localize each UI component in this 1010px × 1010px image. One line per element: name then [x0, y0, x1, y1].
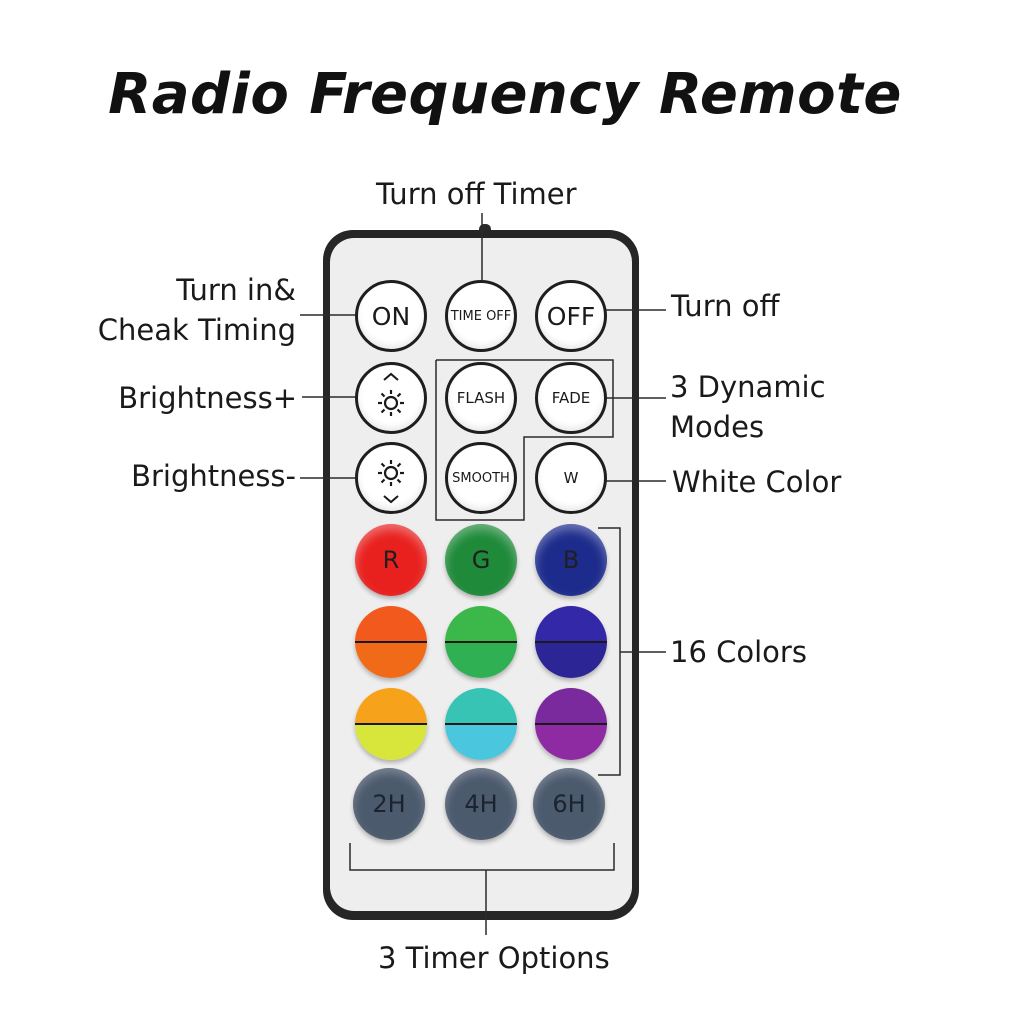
label-brightness-down: Brightness-: [131, 459, 296, 493]
lime-green-button[interactable]: [445, 606, 517, 678]
white-button-label: W: [563, 469, 579, 487]
time-off-button-label: TIME OFF: [450, 308, 512, 324]
label-sixteen-colors: 16 Colors: [670, 635, 807, 669]
diagram-title: Radio Frequency Remote: [108, 62, 902, 127]
time-off-button[interactable]: TIME OFF: [445, 280, 517, 352]
timer-4h-button[interactable]: 4H: [445, 768, 517, 840]
off-button[interactable]: OFF: [535, 280, 607, 352]
label-turn-on-line2: Cheak Timing: [97, 313, 296, 347]
green-button-label: G: [471, 546, 491, 574]
timer-4h-label: 4H: [464, 790, 498, 818]
teal-cyan-button[interactable]: [445, 688, 517, 760]
timer-6h-button[interactable]: 6H: [533, 768, 605, 840]
brightness-up-button[interactable]: [355, 362, 427, 434]
remote-antenna-nub: [479, 224, 491, 234]
violet-purple-button[interactable]: [535, 688, 607, 760]
label-turn-off: Turn off: [671, 289, 780, 323]
amber-yellow-button[interactable]: [355, 688, 427, 760]
off-button-label: OFF: [546, 301, 596, 331]
label-white-color: White Color: [672, 465, 842, 499]
indigo-button[interactable]: [535, 606, 607, 678]
orange-button[interactable]: [355, 606, 427, 678]
white-button[interactable]: W: [535, 442, 607, 514]
red-button-label: R: [382, 546, 400, 574]
brightness-down-button[interactable]: [355, 442, 427, 514]
timer-6h-label: 6H: [552, 790, 586, 818]
label-timer-options: 3 Timer Options: [378, 941, 610, 975]
timer-2h-button[interactable]: 2H: [353, 768, 425, 840]
timer-2h-label: 2H: [372, 790, 406, 818]
label-turn-off-timer: Turn off Timer: [376, 177, 577, 211]
label-turn-on-line1: Turn in&: [176, 273, 296, 307]
fade-button[interactable]: FADE: [535, 362, 607, 434]
brightness-up-icon: [378, 372, 404, 416]
blue-button[interactable]: B: [535, 524, 607, 596]
flash-button[interactable]: FLASH: [445, 362, 517, 434]
blue-button-label: B: [562, 546, 580, 574]
label-brightness-up: Brightness+: [118, 381, 297, 415]
smooth-button-label: SMOOTH: [452, 470, 510, 486]
green-button[interactable]: G: [445, 524, 517, 596]
timer-options-bracket: [349, 843, 615, 871]
on-button-label: ON: [371, 301, 411, 331]
label-dynamic-modes-line2: Modes: [670, 410, 765, 444]
on-button[interactable]: ON: [355, 280, 427, 352]
flash-button-label: FLASH: [456, 389, 506, 407]
dynamic-modes-box: [435, 359, 614, 521]
smooth-button[interactable]: SMOOTH: [445, 442, 517, 514]
red-button[interactable]: R: [355, 524, 427, 596]
brightness-down-icon: [378, 460, 404, 504]
label-dynamic-modes-line1: 3 Dynamic: [670, 370, 826, 404]
fade-button-label: FADE: [551, 389, 591, 407]
